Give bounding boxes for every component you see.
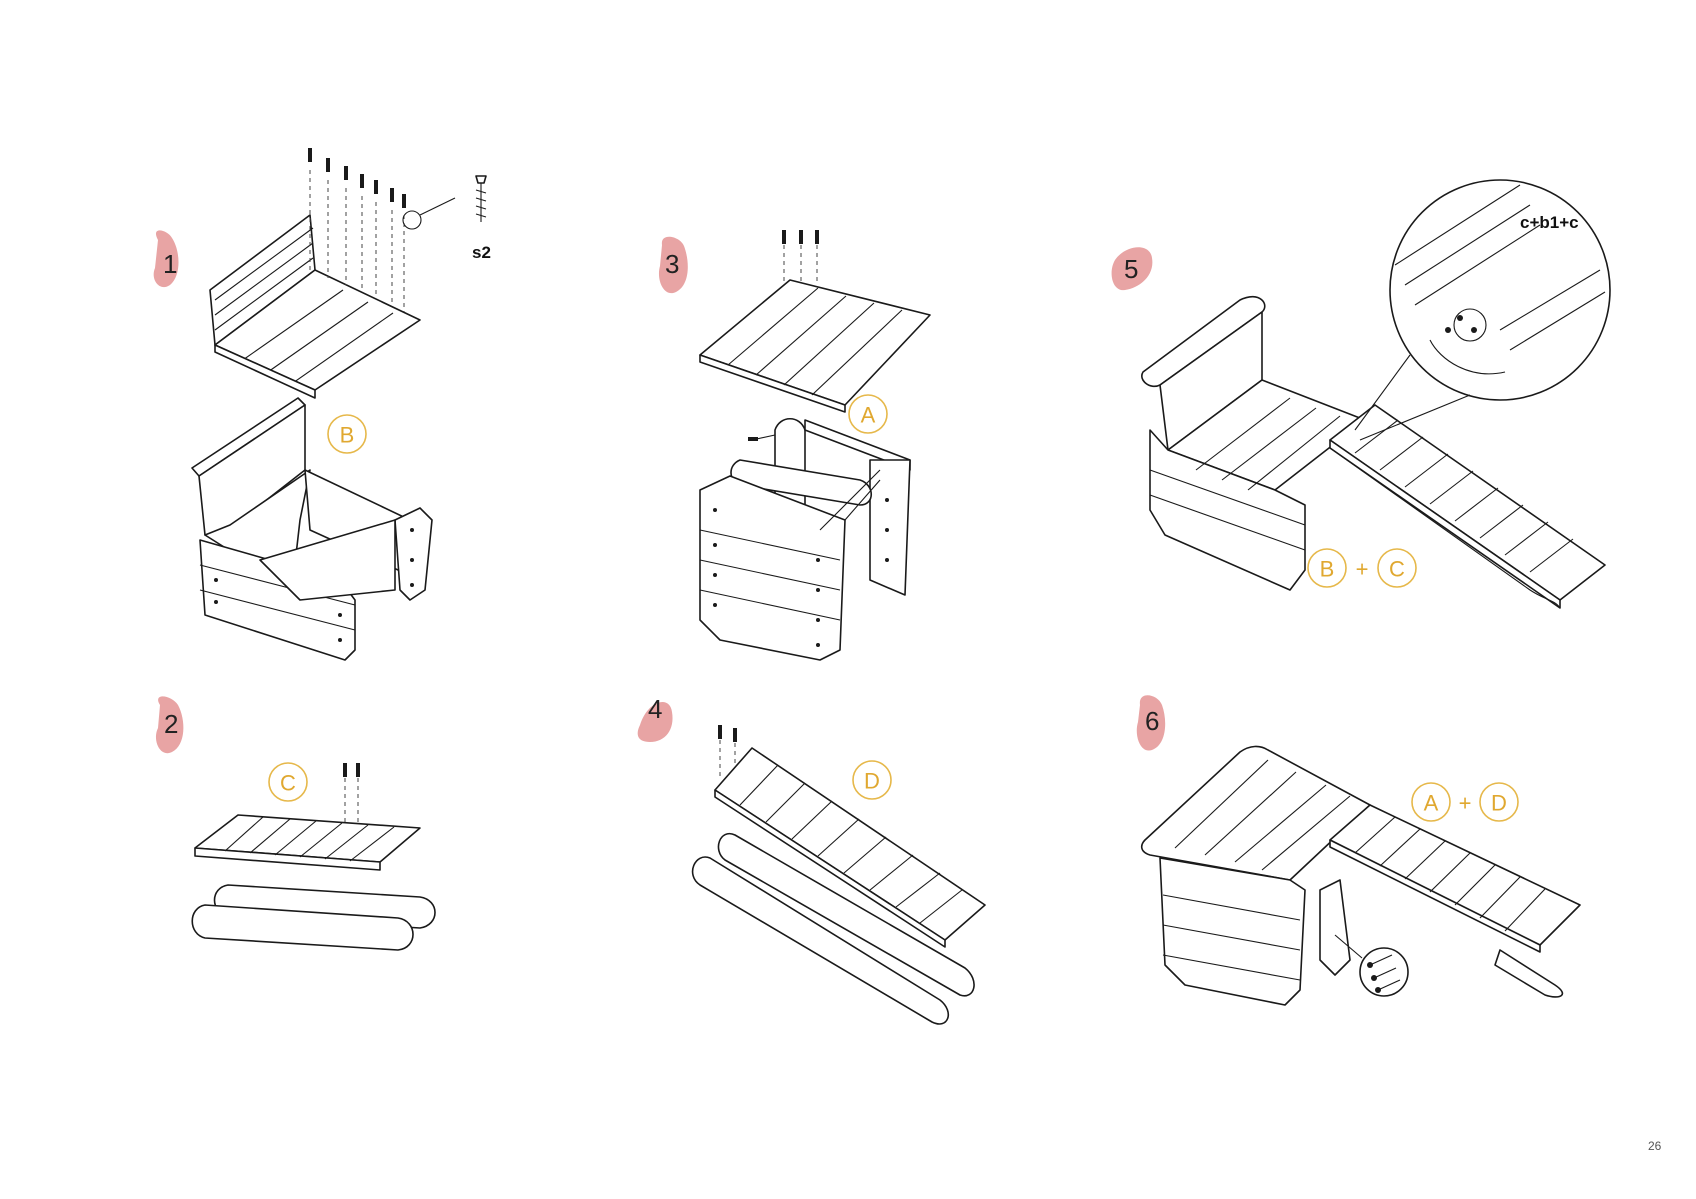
screws-three <box>782 230 819 285</box>
assembled-b-c <box>1141 295 1606 609</box>
label-d2-circle <box>1479 782 1519 822</box>
roof-panel-a <box>699 279 931 413</box>
screws-pair <box>343 763 360 825</box>
step-5-marker <box>1111 247 1153 291</box>
plus-sign-6: + <box>1459 791 1472 816</box>
ramp-panel-d <box>714 747 986 948</box>
step-4-number: 4 <box>648 694 662 724</box>
frame-b <box>191 397 433 661</box>
label-a: A <box>861 403 876 428</box>
screws-row <box>308 148 456 312</box>
seat-panel <box>209 214 421 399</box>
step-2-marker <box>155 696 184 754</box>
ramp-panel-c <box>194 814 421 871</box>
label-d2: D <box>1491 791 1507 816</box>
bolt-detail <box>1334 934 1409 997</box>
label-c: C <box>280 771 296 796</box>
step-5-number: 5 <box>1124 254 1138 284</box>
step-6-marker <box>1136 695 1166 751</box>
step-3: 3 A <box>658 230 931 661</box>
step-1-marker <box>153 230 179 288</box>
label-a2-circle <box>1411 782 1451 822</box>
label-a-circle <box>848 394 888 434</box>
label-b: B <box>340 423 355 448</box>
step-4: 4 D <box>637 694 986 1025</box>
page-number: 26 <box>1648 1139 1662 1153</box>
label-b-circle <box>327 414 367 454</box>
step-1-number: 1 <box>163 249 177 279</box>
frame-a <box>699 417 911 661</box>
step-1: 1 <box>153 148 491 661</box>
step-3-marker <box>658 236 688 294</box>
label-c-circle <box>268 762 308 802</box>
step-2-number: 2 <box>164 709 178 739</box>
step-6-number: 6 <box>1145 706 1159 736</box>
label-b2-circle <box>1307 548 1347 588</box>
detail-magnifier: c+b1+c <box>1354 179 1611 441</box>
plus-sign-5: + <box>1356 557 1369 582</box>
label-c2: C <box>1389 557 1405 582</box>
label-b2: B <box>1320 557 1335 582</box>
label-d: D <box>864 769 880 794</box>
label-a2: A <box>1424 791 1439 816</box>
detail-code: c+b1+c <box>1520 213 1579 232</box>
assembled-a-d <box>1140 745 1581 1006</box>
label-d-circle <box>852 760 892 800</box>
step-4-marker <box>637 702 673 742</box>
runners-d <box>691 832 975 1025</box>
screw-detail: s2 <box>472 175 491 262</box>
step-2: 2 C <box>155 696 436 951</box>
step-3-number: 3 <box>665 249 679 279</box>
step-5: 5 <box>1111 179 1611 609</box>
screw-code: s2 <box>472 243 491 262</box>
label-c2-circle <box>1377 548 1417 588</box>
runners-c <box>191 884 436 951</box>
step-6: 6 <box>1136 695 1581 1006</box>
